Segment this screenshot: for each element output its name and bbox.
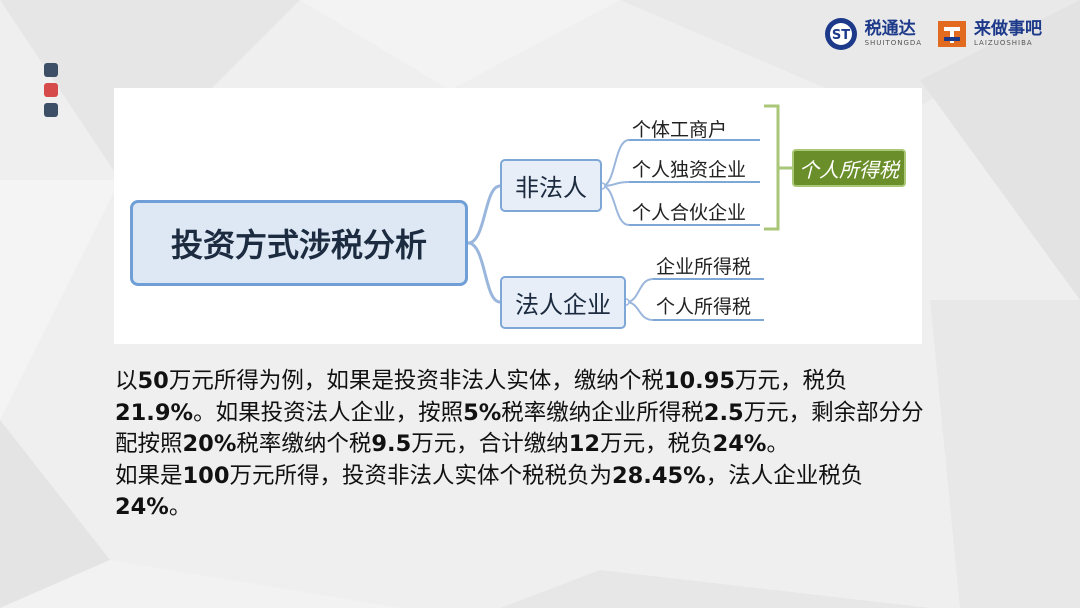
para1-segment: 9.5 [371, 431, 412, 457]
para1-segment: 万元，税负 [600, 431, 713, 457]
logo1-name: 税通达 [864, 19, 916, 39]
mindmap-root-node: 投资方式涉税分析 [130, 200, 468, 286]
para1-segment: 20% [182, 431, 237, 457]
para2-segment: 。 [168, 494, 192, 520]
slide-marker [44, 63, 58, 123]
para1-segment: 税负 [802, 368, 848, 394]
branch-non-legal-entity: 非法人 [500, 159, 602, 212]
para1-segment: 21.9% [115, 399, 194, 426]
leaf-partnership: 个人合伙企业 [632, 201, 747, 224]
marker-square-2 [44, 83, 58, 97]
para1-segment: 万元， [735, 368, 803, 394]
logo-laizuoshiba: 来做事吧 LAIZUOSHIBA [936, 19, 1042, 49]
para1-segment: 12 [568, 431, 601, 457]
paragraph-100w-example: 如果是100万元所得，投资非法人实体个税税负为28.45%，法人企业税负 24%。 [115, 461, 925, 524]
logo1-subtitle: SHUITONGDA [864, 39, 922, 47]
paragraph-50w-example: 以50万元所得为例，如果是投资非法人实体，缴纳个税10.95万元，税负21.9%… [115, 366, 925, 461]
para1-segment: 24% [712, 431, 767, 457]
lz-square-logo-icon [938, 21, 966, 47]
marker-square-3 [44, 103, 58, 117]
para2-segment: 如果是 [115, 462, 183, 489]
para1-segment: 万元，合计缴纳 [411, 431, 569, 457]
st-circle-logo-icon: ST [824, 18, 857, 50]
logo2-name: 来做事吧 [974, 19, 1042, 39]
para1-segment: 10.95 [663, 368, 736, 394]
para2-segment: 24% [115, 494, 169, 520]
para2-segment: 28.45% [612, 462, 706, 489]
para1-segment: 。 [766, 431, 789, 457]
svg-text:ST: ST [831, 28, 849, 43]
para1-segment: 。如果投资法人企业，按照 [193, 399, 464, 426]
para1-segment: 税率缴纳企业所得税 [501, 399, 704, 426]
analysis-text: 以50万元所得为例，如果是投资非法人实体，缴纳个税10.95万元，税负21.9%… [115, 366, 925, 524]
para1-segment: 50 [137, 368, 169, 394]
branch-legal-entity: 法人企业 [500, 276, 626, 329]
logo2-subtitle: LAIZUOSHIBA [974, 39, 1033, 47]
leaf-sole-proprietorship: 个人独资企业 [632, 158, 747, 181]
leaf-corporate-income-tax: 企业所得税 [656, 255, 752, 278]
para2-segment: ，法人企业税负 [705, 462, 864, 489]
para1-segment: 万元所得为例，如果是投资非法人实体，缴纳个税 [168, 368, 664, 394]
logo-shuitongda: ST 税通达 SHUITONGDA [823, 16, 922, 52]
para1-segment: 万元，剩余部分分配按照 [115, 399, 924, 458]
para1-segment: 税率缴纳个税 [236, 431, 372, 457]
marker-square-1 [44, 63, 58, 77]
leaf-personal-income-tax: 个人所得税 [656, 295, 752, 318]
header-logos: ST 税通达 SHUITONGDA 来做事吧 LAIZUOSHIBA [823, 14, 1042, 54]
tax-analysis-mindmap: 投资方式涉税分析 非法人 法人企业 个体工商户 个人独资企业 个人合伙企业 企业… [114, 88, 922, 344]
para2-segment: 100 [182, 462, 230, 489]
personal-income-tax-tag: 个人所得税 [792, 149, 906, 187]
mindmap-connectors [467, 104, 792, 321]
para1-segment: 2.5 [703, 399, 744, 426]
leaf-individual-business: 个体工商户 [632, 118, 728, 141]
para1-segment: 以 [115, 368, 138, 394]
para1-segment: 5% [463, 399, 502, 426]
para2-segment: 万元所得，投资非法人实体个税税负为 [229, 462, 612, 489]
